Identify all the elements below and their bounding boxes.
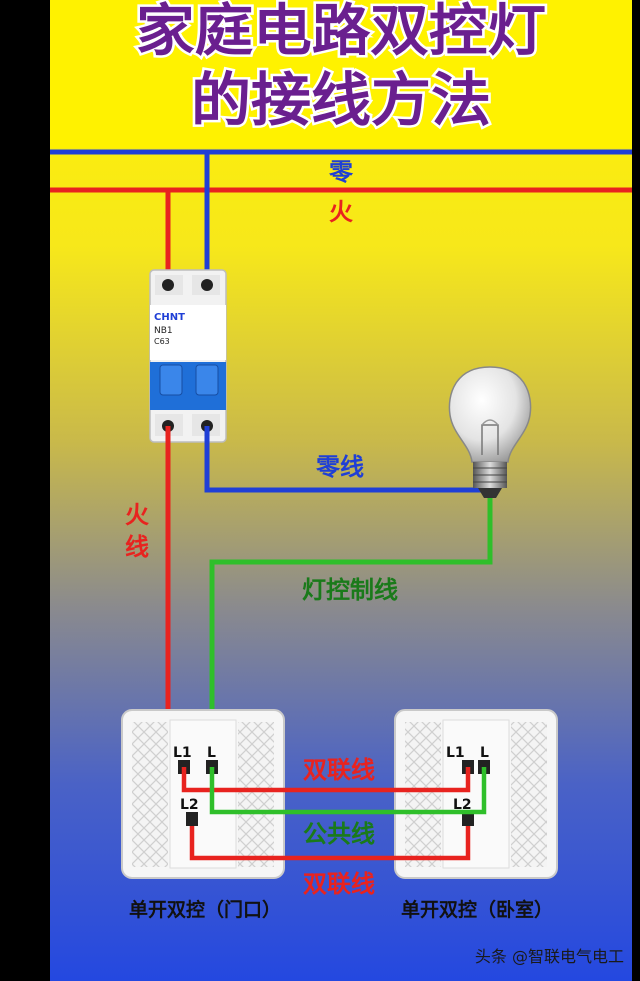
- right-switch-caption: 单开双控（卧室）: [401, 898, 553, 921]
- title-line-2: 的接线方法: [191, 66, 491, 134]
- traveler-wire-bottom: [189, 826, 471, 861]
- neutral-wire-to-lamp: [204, 426, 490, 493]
- breaker-brand: CHNT: [154, 312, 185, 323]
- breaker-model: NB1: [154, 326, 173, 336]
- live-bus-label: 火: [329, 198, 353, 226]
- wall-switch-icon: [121, 709, 285, 879]
- neutral-wire-label: 零线: [315, 453, 364, 481]
- watermark: 头条 @智联电气电工: [475, 947, 624, 966]
- left-switch-caption: 单开双控（门口）: [129, 898, 281, 921]
- lamp-control-wire-label: 灯控制线: [302, 576, 398, 604]
- left-black-bar: [0, 0, 50, 981]
- right-black-bar: [632, 0, 640, 981]
- breaker-rating: C63: [154, 337, 170, 346]
- common-wire: [209, 767, 487, 815]
- live-wire-label-1: 火: [125, 501, 149, 529]
- light-bulb-icon: [448, 366, 532, 498]
- left-terminal-l1: L1: [173, 745, 192, 761]
- title-line-1: 家庭电路双控灯: [136, 0, 546, 64]
- traveler-wire-top: [181, 767, 471, 793]
- live-wire-label-2: 线: [125, 533, 149, 561]
- common-wire-label: 公共线: [303, 820, 375, 848]
- neutral-bus-label: 零: [328, 158, 354, 186]
- title-band: [50, 0, 632, 148]
- left-terminal-l2: L2: [180, 797, 199, 813]
- wall-switch-icon: [394, 709, 558, 879]
- traveler-wire-bottom-label: 双联线: [303, 870, 375, 898]
- circuit-breaker-icon: CHNT NB1 C63: [149, 269, 227, 443]
- lamp-control-wire: [209, 498, 493, 765]
- right-terminal-l2: L2: [453, 797, 472, 813]
- traveler-wire-top-label: 双联线: [303, 756, 375, 784]
- right-terminal-l1: L1: [446, 745, 465, 761]
- left-terminal-l: L: [207, 745, 216, 761]
- right-terminal-l: L: [480, 745, 489, 761]
